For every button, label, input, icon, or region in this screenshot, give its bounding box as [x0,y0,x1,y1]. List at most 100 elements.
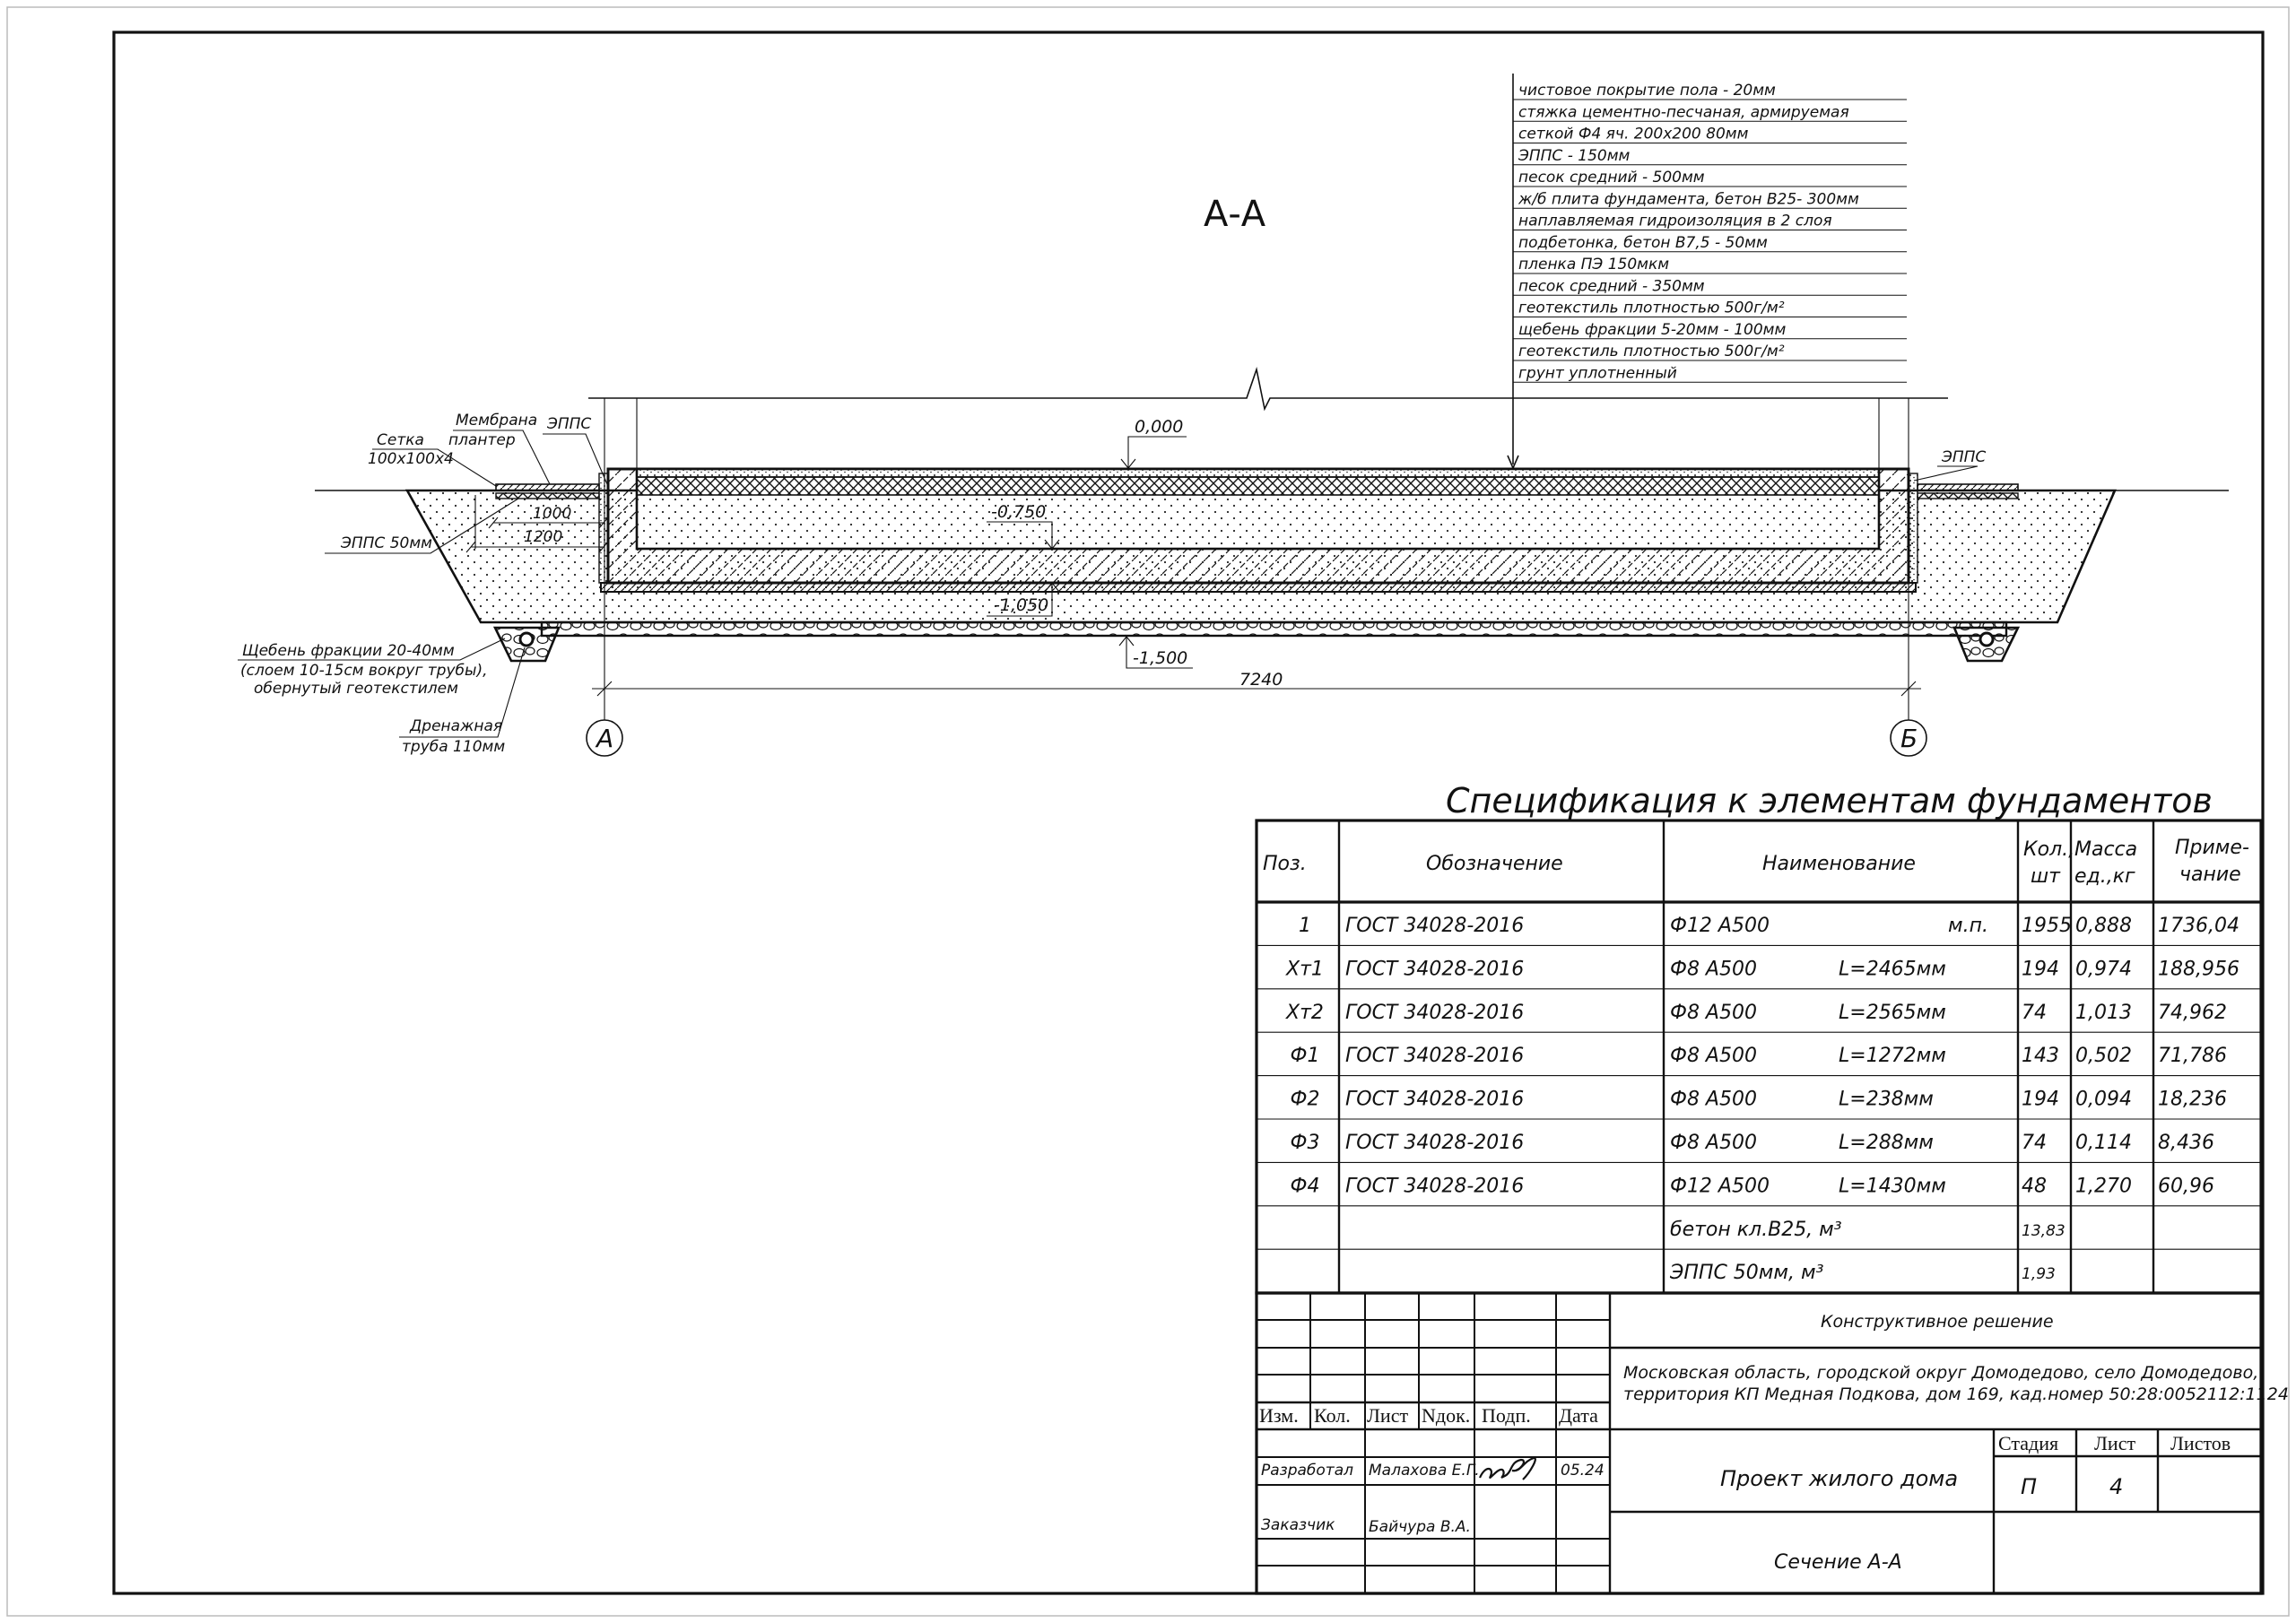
svg-text:Сетка: Сетка [377,431,424,449]
break-line [588,366,1948,412]
cell-note: 60,96 [2158,1175,2214,1197]
cell-name: Ф8 А500 [1670,1045,1757,1067]
svg-text:ЭППС: ЭППС [546,415,591,433]
svg-text:Поз.: Поз. [1263,853,1307,875]
cell-qty: 143 [2022,1045,2059,1067]
svg-text:Приме-: Приме- [2175,837,2249,859]
svg-text:0,000: 0,000 [1135,417,1183,437]
floor-screed [636,468,1880,478]
legend-layer: подбетонка, бетон В7,5 - 50мм [1518,234,1768,252]
eps-wall-left [598,473,609,584]
svg-text:7240: 7240 [1239,670,1283,690]
legend-layer: ЭППС - 150мм [1518,147,1631,165]
cell-designation: ГОСТ 34028-2016 [1345,1132,1524,1154]
cell-mass: 0,974 [2075,958,2132,980]
cell-qty: 1,93 [2022,1265,2056,1283]
cell-qty: 74 [2022,1132,2047,1154]
cell-qty: 74 [2022,1002,2047,1024]
cell-note: 1736,04 [2158,915,2239,937]
cell-designation: ГОСТ 34028-2016 [1345,1045,1524,1067]
svg-text:Байчура В.А.: Байчура В.А. [1369,1518,1471,1536]
legend-layer: наплавляемая гидроизоляция в 2 слоя [1518,213,1832,230]
cell-qty: 13,83 [2022,1222,2066,1240]
svg-text:шт: шт [2031,865,2061,888]
cell-note: 18,236 [2158,1089,2227,1111]
revision-header: Лист [1367,1404,1408,1427]
svg-text:обернутый геотекстилем: обернутый геотекстилем [254,680,458,698]
svg-text:4: 4 [2109,1474,2123,1499]
cell-mass: 1,013 [2075,1002,2132,1024]
gravel-layer [540,621,2008,638]
legend-layer: сеткой Ф4 яч. 200х200 80мм [1518,126,1749,143]
svg-text:Малахова Е.Г.: Малахова Е.Г. [1369,1462,1480,1480]
svg-text:труба 110мм: труба 110мм [402,738,505,756]
svg-text:плантер: плантер [448,431,516,449]
legend-layer: грунт уплотненный [1518,364,1677,382]
cell-note: 71,786 [2158,1045,2227,1067]
cell-qty: 194 [2022,1089,2059,1111]
section-title: А-А [1204,194,1266,235]
cell-designation: ГОСТ 34028-2016 [1345,915,1524,937]
svg-text:Щебень фракции 20-40мм: Щебень фракции 20-40мм [242,642,455,660]
legend-layer: щебень фракции 5-20мм - 100мм [1518,321,1786,339]
spec-row: бетон кл.В25, м³ 13,83 [1670,1219,2066,1241]
sand-fill [637,495,1879,549]
svg-text:Кол.,: Кол., [2023,838,2074,861]
cell-mass: 0,502 [2075,1045,2132,1067]
drain-pipe-right-icon [1979,631,1995,647]
cell-mass: 0,888 [2075,915,2132,937]
cell-note: 188,956 [2158,958,2239,980]
spec-row: Ф1 ГОСТ 34028-2016 Ф8 А500 L=1272мм 143 0,502… [1291,1045,2227,1067]
svg-text:(слоем 10-15см вокруг трубы),: (слоем 10-15см вокруг трубы), [240,662,487,680]
svg-text:чание: чание [2179,864,2241,886]
drawing-frame [112,30,2265,1595]
svg-text:А: А [595,724,613,753]
svg-text:ЭППС 50мм: ЭППС 50мм [340,534,432,552]
cell-pos: 1 [1299,915,1311,937]
cell-qty: 194 [2022,958,2059,980]
eps-wall-right [1908,473,1918,584]
cell-name: бетон кл.В25, м³ [1670,1219,1842,1241]
cell-note: 74,962 [2158,1002,2227,1024]
cell-len: м.п. [1948,915,1988,937]
cell-pos: Ф2 [1291,1089,1320,1111]
svg-text:Заказчик: Заказчик [1261,1516,1335,1534]
membrane-right [1917,483,2019,491]
legend-layer: геотекстиль плотностью 500г/м² [1518,343,1785,360]
cell-designation: ГОСТ 34028-2016 [1345,1002,1524,1024]
legend-layer: песок средний - 500мм [1518,169,1705,187]
cell-pos: Ф4 [1291,1175,1320,1197]
cell-len: L=1272мм [1839,1045,1946,1067]
svg-text:ЭППС: ЭППС [1941,448,1986,466]
cell-qty: 48 [2022,1175,2047,1197]
revision-header: Изм. [1259,1404,1299,1427]
svg-text:Мембрана: Мембрана [456,412,537,430]
cell-pos: Хт1 [1285,958,1324,980]
svg-text:Наименование: Наименование [1762,853,1916,875]
cell-note: 8,436 [2158,1132,2214,1154]
svg-text:-0,750: -0,750 [991,502,1046,522]
cell-pos: Хт2 [1285,1002,1324,1024]
svg-text:-1,500: -1,500 [1133,648,1187,668]
revision-header: Nдок. [1422,1404,1470,1427]
svg-text:Масса: Масса [2074,838,2137,861]
cell-mass: 0,094 [2075,1089,2132,1111]
legend-layer: ж/б плита фундамента, бетон В25- 300мм [1518,190,1859,208]
svg-text:Обозначение: Обозначение [1426,853,1563,875]
cell-designation: ГОСТ 34028-2016 [1345,1089,1524,1111]
cell-name: Ф12 А500 [1670,915,1770,937]
cell-pos: Ф1 [1291,1045,1320,1067]
svg-text:Лист: Лист [2094,1432,2135,1454]
svg-text:Московская область, городской: Московская область, городской округ Домо… [1623,1363,2258,1383]
legend-layer: чистовое покрытие пола - 20мм [1518,82,1776,100]
title-block: Конструктивное решение Московская област… [1255,1291,2289,1595]
eps-insulation [636,476,1880,496]
svg-text:Листов: Листов [2170,1432,2231,1454]
legend-layer: геотекстиль плотностью 500г/м² [1518,299,1785,317]
svg-text:Сечение А-А: Сечение А-А [1774,1551,1902,1574]
